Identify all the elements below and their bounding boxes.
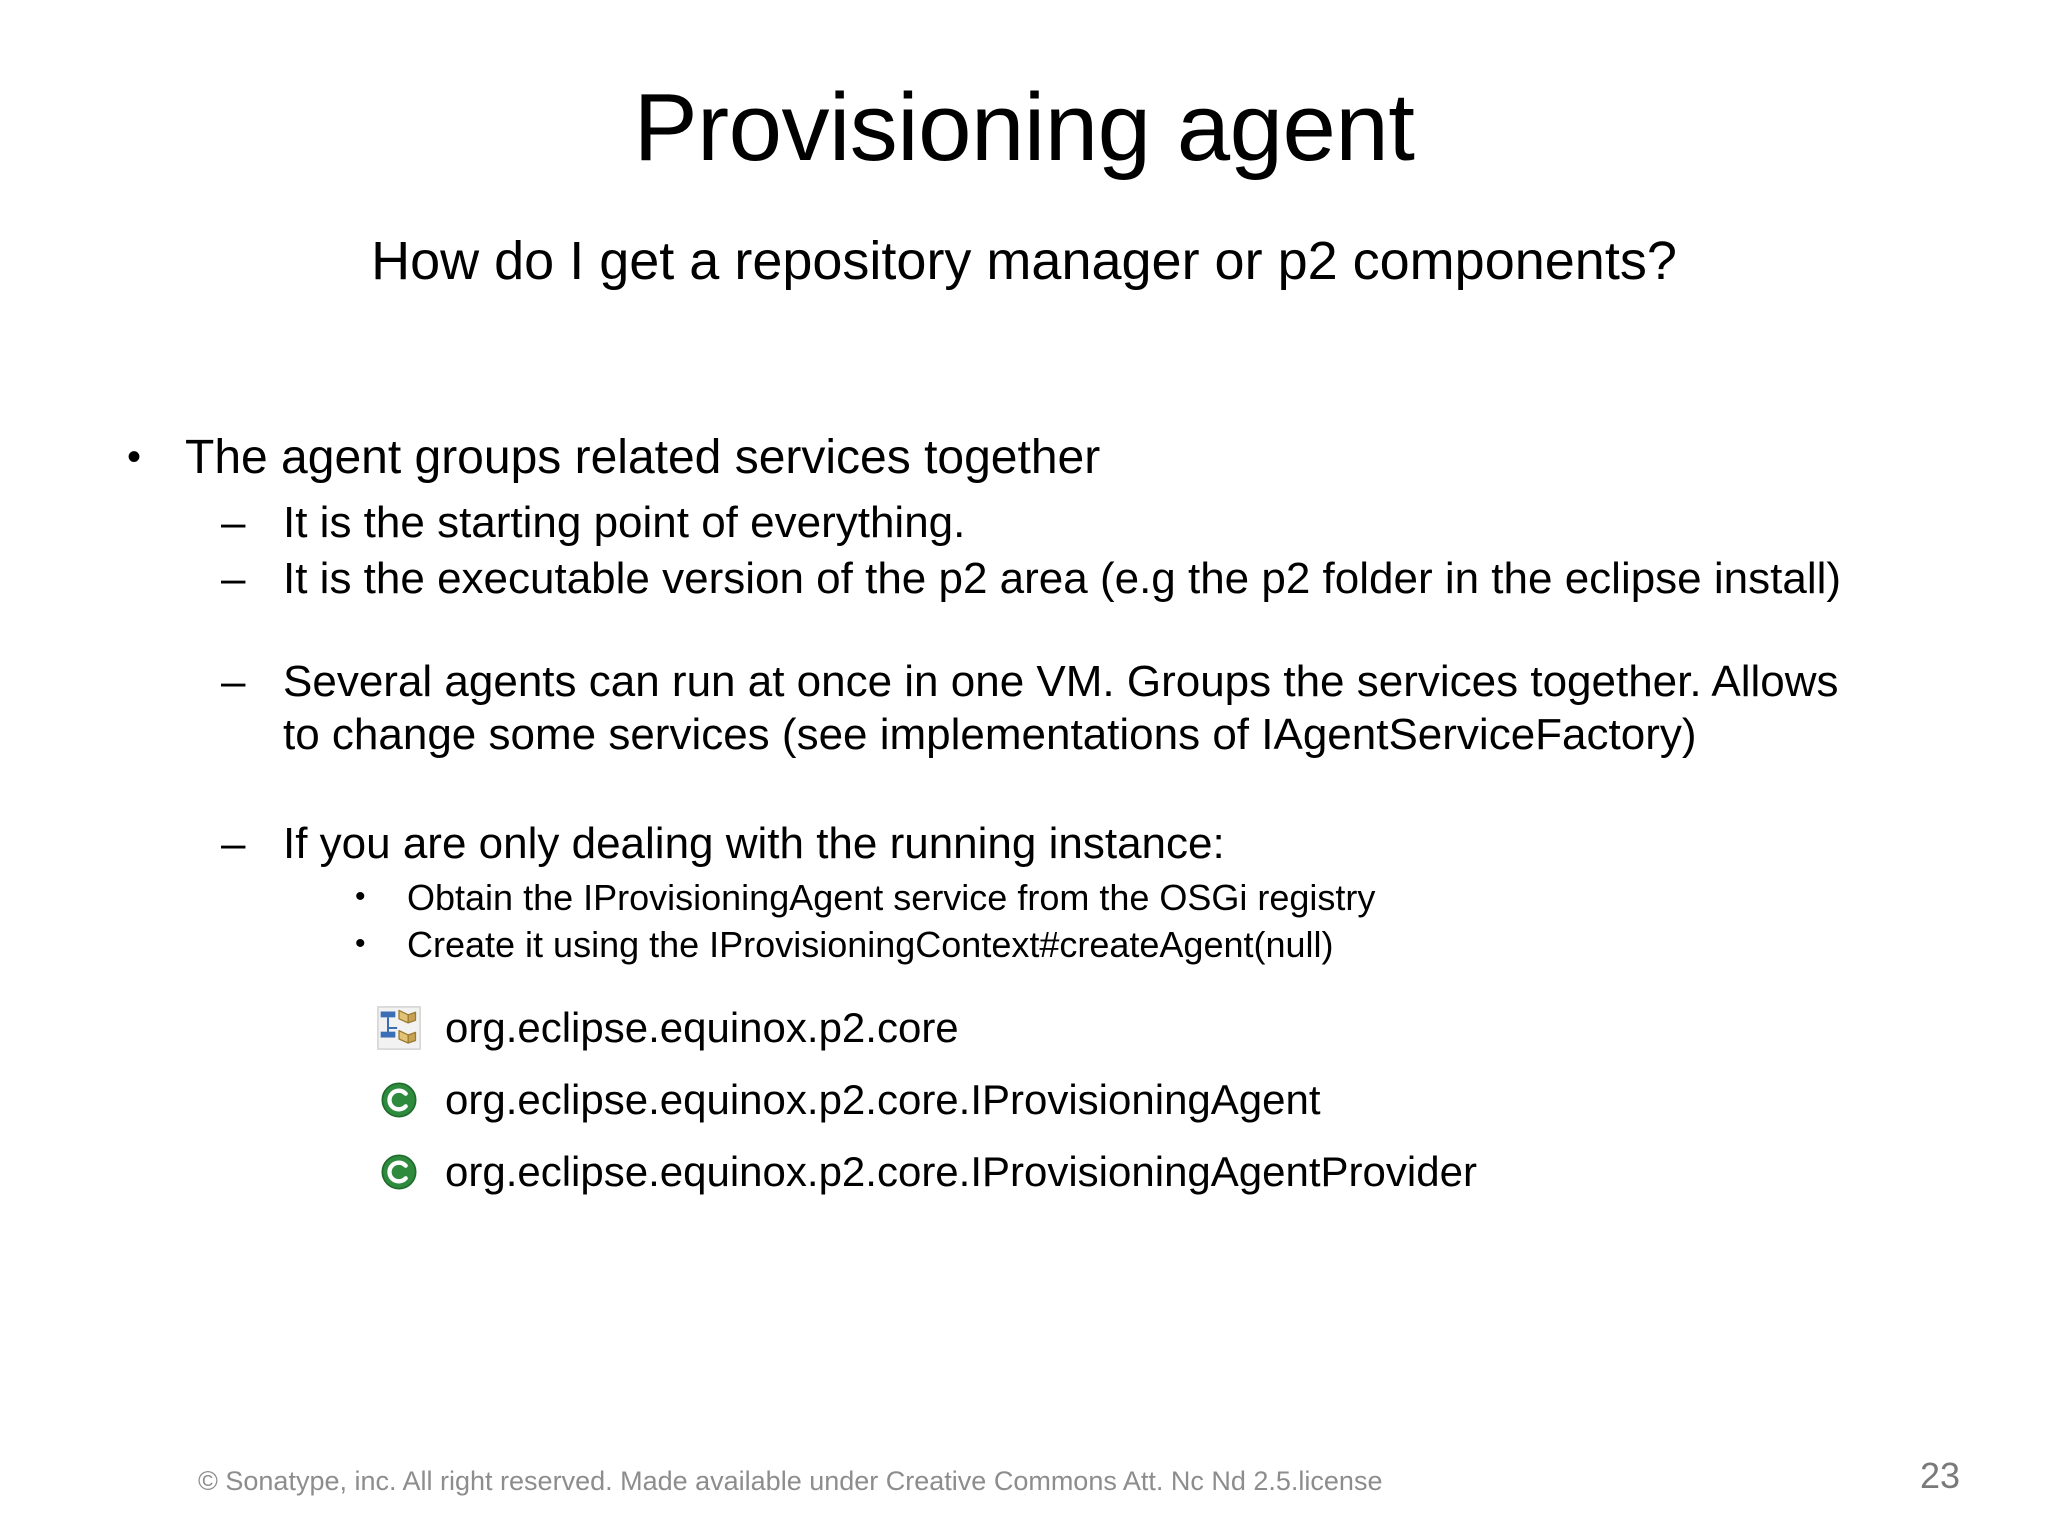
- bullet-level2-executable-version-text: It is the executable version of the p2 a…: [283, 554, 1842, 604]
- bullet-disc-icon: •: [127, 435, 142, 479]
- type-list-item: org.eclipse.equinox.p2.core: [367, 997, 1905, 1059]
- bullet-level2-running-instance: – If you are only dealing with the runni…: [221, 818, 1905, 871]
- bullet-dash-icon: –: [221, 554, 246, 604]
- bullet-dash-icon: –: [221, 497, 246, 547]
- bullet-level2-executable-version: – It is the executable version of the p2…: [221, 553, 1905, 606]
- bullet-level1: • The agent groups related services toge…: [105, 430, 1905, 487]
- type-list: org.eclipse.equinox.p2.core org.eclipse.…: [367, 997, 1905, 1203]
- bullet-level2-several-agents: – Several agents can run at once in one …: [221, 656, 1905, 762]
- page-title: Provisioning agent: [633, 74, 1415, 181]
- bullet-level3-create-agent-text: Create it using the IProvisioningContext…: [407, 923, 1334, 965]
- bullet-disc-icon: •: [355, 879, 366, 913]
- package-icon: [367, 1005, 431, 1051]
- type-list-item: org.eclipse.equinox.p2.core.IProvisionin…: [367, 1141, 1905, 1203]
- bullet-level2-starting-point-text: It is the starting point of everything.: [283, 497, 966, 547]
- spacer: [105, 610, 1905, 656]
- bullet-level3-obtain-service-text: Obtain the IProvisioningAgent service fr…: [407, 876, 1376, 918]
- type-list-item-label: org.eclipse.equinox.p2.core: [445, 1003, 959, 1051]
- type-list-item: org.eclipse.equinox.p2.core.IProvisionin…: [367, 1069, 1905, 1131]
- class-icon: [367, 1077, 431, 1123]
- copyright-footer: © Sonatype, inc. All right reserved. Mad…: [198, 1466, 1383, 1496]
- bullet-dash-icon: –: [221, 818, 246, 868]
- bullet-level3-obtain-service: • Obtain the IProvisioningAgent service …: [355, 875, 1905, 920]
- type-list-item-label: org.eclipse.equinox.p2.core.IProvisionin…: [445, 1075, 1321, 1123]
- bullet-level1-text: The agent groups related services togeth…: [185, 431, 1101, 484]
- type-list-item-label: org.eclipse.equinox.p2.core.IProvisionin…: [445, 1147, 1477, 1195]
- bullet-dash-icon: –: [221, 657, 246, 707]
- class-icon: [367, 1149, 431, 1195]
- slide-body: • The agent groups related services toge…: [105, 430, 1905, 1213]
- bullet-disc-icon: •: [355, 926, 366, 960]
- page-subtitle: How do I get a repository manager or p2 …: [371, 231, 1677, 291]
- bullet-level2-running-instance-text: If you are only dealing with the running…: [283, 818, 1225, 868]
- bullet-level2-several-agents-text: Several agents can run at once in one VM…: [283, 657, 1839, 760]
- bullet-level2-starting-point: – It is the starting point of everything…: [221, 497, 1905, 550]
- bullet-level3-create-agent: • Create it using the IProvisioningConte…: [355, 922, 1905, 967]
- spacer: [105, 766, 1905, 818]
- page-number: 23: [1919, 1455, 1960, 1496]
